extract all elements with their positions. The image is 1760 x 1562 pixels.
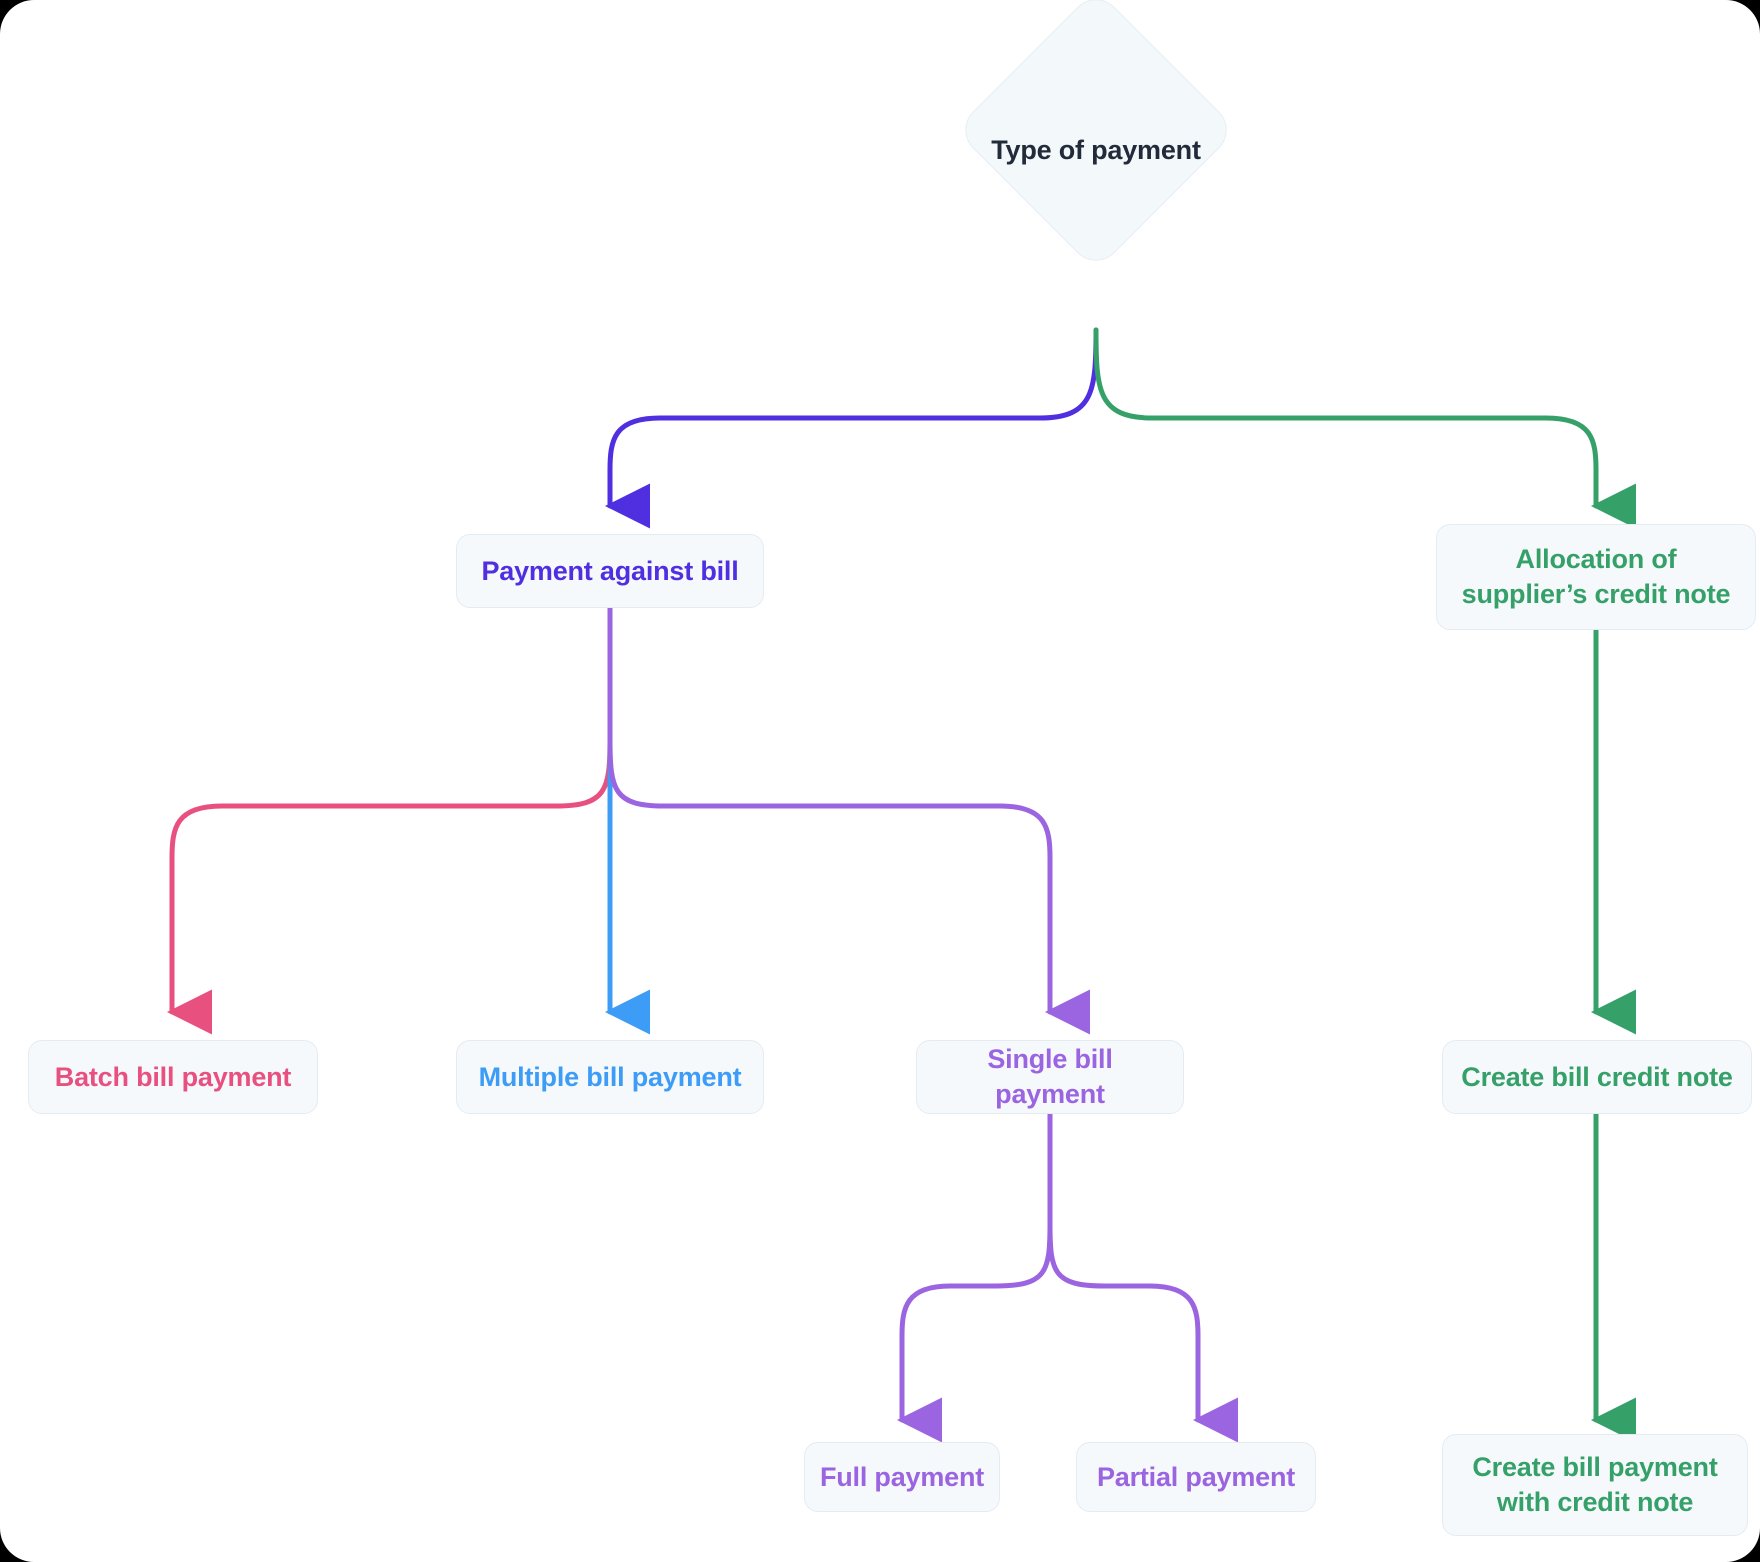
node-batch-bill-payment[interactable]: Batch bill payment	[28, 1040, 318, 1114]
edge-single-to-partial-payment	[1047, 1105, 1238, 1443]
edge-payment-against-bill-to-single	[607, 605, 1090, 1035]
node-type-of-payment-label: Type of payment	[991, 134, 1201, 165]
node-single-bill-payment[interactable]: Single bill payment	[916, 1040, 1184, 1114]
node-create-bill-credit-note[interactable]: Create bill credit note	[1442, 1040, 1752, 1114]
node-payment-against-bill[interactable]: Payment against bill	[456, 534, 764, 608]
node-partial-payment[interactable]: Partial payment	[1076, 1442, 1316, 1512]
node-create-bill-payment-with-credit-note[interactable]: Create bill payment with credit note	[1442, 1434, 1748, 1536]
edge-single-to-full-payment	[897, 1105, 1053, 1443]
node-allocation-of-suppliers-credit-note[interactable]: Allocation of supplier’s credit note	[1436, 524, 1756, 630]
edge-payment-against-bill-to-batch	[167, 605, 613, 1035]
edge-root-to-payment-against-bill	[605, 327, 1099, 529]
edge-root-to-allocation-credit-note	[1093, 327, 1636, 529]
node-multiple-bill-payment[interactable]: Multiple bill payment	[456, 1040, 764, 1114]
node-full-payment[interactable]: Full payment	[804, 1442, 1000, 1512]
